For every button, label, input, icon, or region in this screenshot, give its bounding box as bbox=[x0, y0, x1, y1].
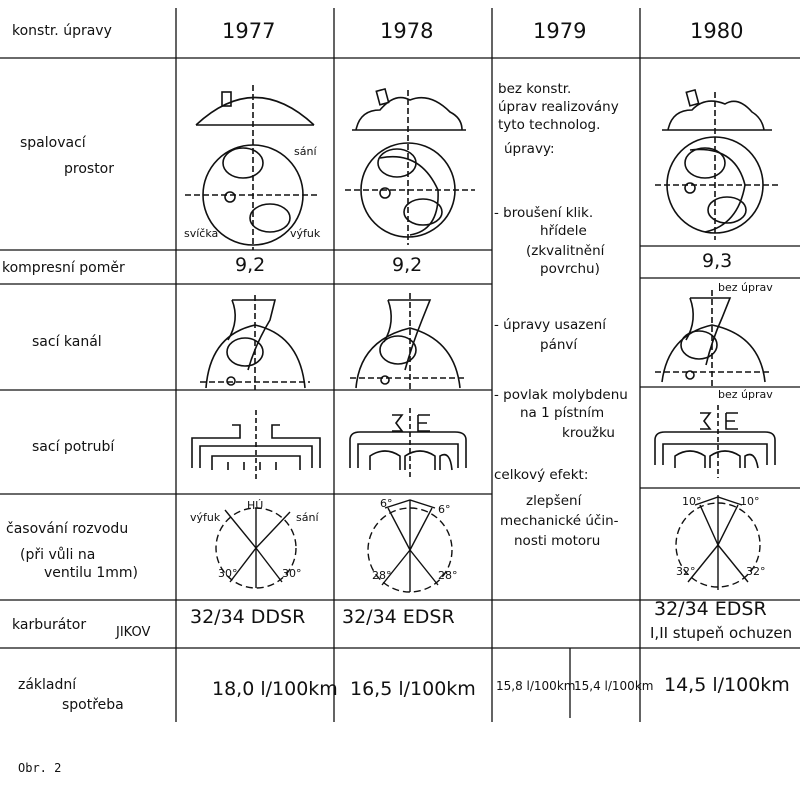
chamber-1978-drawing bbox=[345, 87, 475, 245]
label-hu: HÚ bbox=[247, 499, 264, 512]
year-1980: 1980 bbox=[690, 19, 744, 43]
angle-28-left-1978: 28° bbox=[372, 569, 392, 582]
year-1977: 1977 bbox=[222, 19, 276, 43]
figure-caption: Obr. 2 bbox=[18, 761, 62, 775]
angle-30-left-1977: 30° bbox=[218, 567, 238, 580]
row-label-karburator-1: karburátor bbox=[12, 617, 87, 633]
row-label-casovani-3: ventilu 1mm) bbox=[44, 565, 139, 581]
label-vyfuk-1977: výfuk bbox=[290, 227, 321, 240]
timing-1977-drawing bbox=[215, 507, 297, 589]
port-1980-drawing bbox=[655, 290, 772, 386]
note-1979-l4: úpravy: bbox=[504, 141, 555, 157]
row-label-casovani-2: (při vůli na bbox=[20, 547, 96, 563]
karburator-1980-note: I,II stupeň ochuzen bbox=[650, 624, 793, 642]
chamber-1977-drawing bbox=[185, 85, 320, 250]
karburator-1977: 32/34 DDSR bbox=[190, 606, 306, 628]
row-label-spalovaci-2: prostor bbox=[64, 161, 115, 177]
note-1979-l1: bez konstr. bbox=[498, 81, 572, 97]
note-1979-e4: nosti motoru bbox=[514, 533, 601, 549]
angle-32-left-1980: 32° bbox=[676, 565, 696, 578]
row-label-karburator-2: JIKOV bbox=[116, 625, 151, 640]
chamber-1980-drawing bbox=[655, 88, 780, 240]
karburator-1980: 32/34 EDSR bbox=[654, 598, 767, 620]
timing-1980-drawing bbox=[675, 495, 761, 590]
manifold-1977-drawing bbox=[191, 410, 321, 480]
row-label-spotreba-2: spotřeba bbox=[62, 697, 124, 713]
angle-30-right-1977: 30° bbox=[282, 567, 302, 580]
note-1979-l3: tyto technolog. bbox=[498, 117, 601, 133]
row-label-casovani-1: časování rozvodu bbox=[6, 521, 129, 537]
note-1979-e3: mechanické účin- bbox=[500, 513, 619, 529]
note-1979-b3c: kroužku bbox=[562, 425, 615, 441]
angle-28-right-1978: 28° bbox=[438, 569, 458, 582]
note-1979-e2: zlepšení bbox=[526, 493, 582, 509]
spotreba-1978: 16,5 l/100km bbox=[350, 678, 476, 700]
spotreba-1979b: 15,4 l/100km bbox=[574, 679, 654, 693]
note-1979-b1d: povrchu) bbox=[540, 261, 600, 277]
note-1979-l2: úprav realizovány bbox=[498, 99, 619, 115]
note-1979-e1: celkový efekt: bbox=[494, 467, 589, 483]
angle-10-left-1980: 10° bbox=[682, 495, 702, 508]
port-1977-drawing bbox=[200, 295, 310, 390]
note-1979-b2b: pánví bbox=[540, 337, 578, 353]
spotreba-1977: 18,0 l/100km bbox=[212, 678, 338, 700]
angle-32-right-1980: 32° bbox=[746, 565, 766, 578]
row-label-spotreba-1: základní bbox=[18, 677, 77, 693]
angle-10-right-1980: 10° bbox=[740, 495, 760, 508]
angle-6-left-1978: 6° bbox=[380, 497, 393, 510]
kompresni-1977: 9,2 bbox=[235, 254, 266, 276]
note-1979-b1b: hřídele bbox=[540, 223, 587, 239]
spotreba-1980: 14,5 l/100km bbox=[664, 674, 790, 696]
label-svicka: svíčka bbox=[184, 227, 219, 240]
manifold-1980-drawing bbox=[654, 405, 776, 478]
note-1979-b3b: na 1 pístním bbox=[520, 405, 605, 421]
note-1979-b1a: - broušení klik. bbox=[494, 205, 594, 221]
note-1979-b2a: - úpravy usazení bbox=[494, 317, 606, 333]
row-label-spalovaci-1: spalovací bbox=[20, 135, 86, 151]
karburator-1978: 32/34 EDSR bbox=[342, 606, 455, 628]
header-row-label: konstr. úpravy bbox=[12, 23, 112, 39]
label-vyfuk-timing: výfuk bbox=[190, 511, 221, 524]
row-label-kompresni: kompresní poměr bbox=[2, 260, 125, 276]
kompresni-1978: 9,2 bbox=[392, 254, 423, 276]
year-1979: 1979 bbox=[533, 19, 587, 43]
year-1978: 1978 bbox=[380, 19, 434, 43]
row-label-saci-kanal: sací kanál bbox=[32, 334, 102, 350]
note-1979-b3a: - povlak molybdenu bbox=[494, 387, 628, 403]
label-sani-1977: sání bbox=[294, 145, 317, 158]
label-sani-timing: sání bbox=[296, 511, 319, 524]
note-1979-b1c: (zkvalitnění bbox=[526, 243, 605, 259]
angle-6-right-1978: 6° bbox=[438, 503, 451, 516]
label-bez-uprav-kanal: bez úprav bbox=[718, 281, 773, 294]
timing-1978-drawing bbox=[367, 499, 453, 593]
row-label-saci-potrubi: sací potrubí bbox=[32, 439, 115, 455]
kompresni-1980: 9,3 bbox=[702, 250, 733, 272]
manifold-1978-drawing bbox=[349, 408, 467, 480]
port-1978-drawing bbox=[350, 293, 466, 390]
spotreba-1979a: 15,8 l/100km bbox=[496, 679, 576, 693]
label-bez-uprav-potrubi: bez úprav bbox=[718, 388, 773, 401]
